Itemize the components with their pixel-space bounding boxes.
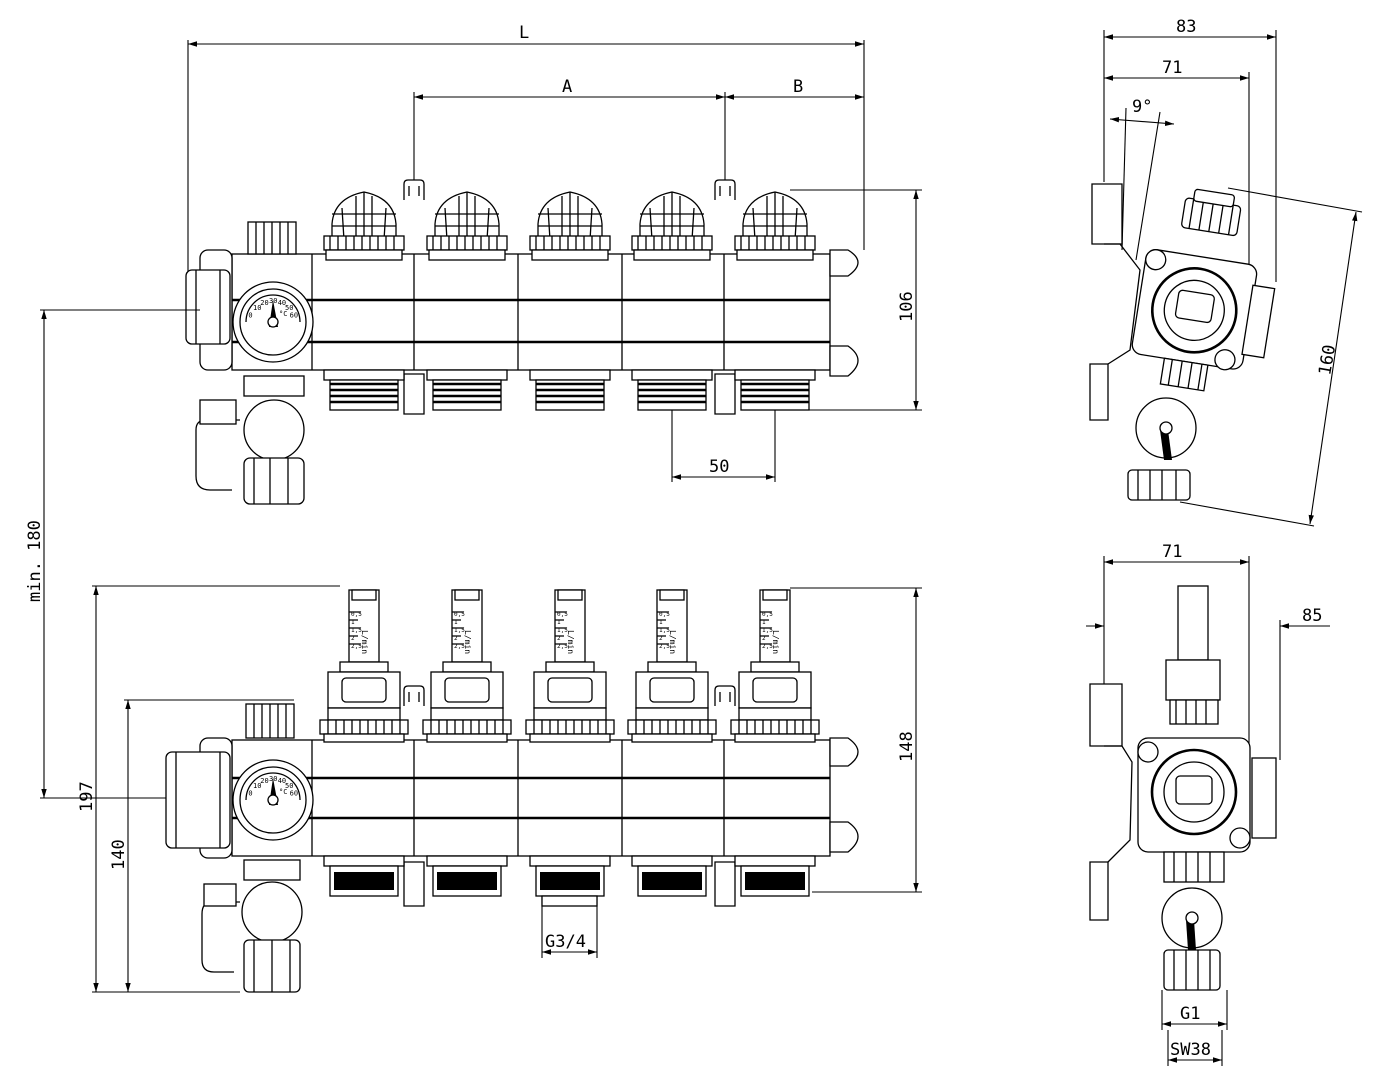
flowmeter-scale-mark: 0,5 [659, 611, 670, 618]
flowmeter-scale-mark: 2 [351, 635, 355, 642]
dim-label-197: 197 [77, 781, 97, 812]
flowmeter-scale-mark: 1 [454, 619, 458, 626]
dim-label-148: 148 [897, 731, 917, 762]
valve-cap-2 [426, 191, 508, 261]
flowmeter-scale-mark: 2,5 [659, 643, 670, 650]
flowmeter-scale-mark: 1 [659, 619, 663, 626]
gauge-scale-label: 20 [260, 299, 268, 307]
flowmeter-scale-mark: 1,5 [351, 627, 362, 634]
flowmeter-scale-mark: 0,5 [762, 611, 773, 618]
outlet2-1 [323, 855, 405, 897]
thermometer-gauge-front [232, 759, 314, 841]
gauge-unit: °C [279, 310, 287, 318]
gauge-scale-label: 50 [285, 782, 293, 790]
dim-label-min180: min. 180 [25, 520, 45, 602]
outlet2-3 [529, 855, 611, 897]
flowmeter-4 [627, 589, 717, 743]
flowmeter-scale-mark: 0,5 [454, 611, 465, 618]
side-view-top: 83 71 9° 160 [1089, 17, 1363, 527]
flowmeter-1 [319, 589, 409, 743]
dim-label-A: A [562, 77, 572, 97]
dim-label-g1: G1 [1180, 1004, 1200, 1024]
dim-label-106: 106 [897, 291, 917, 322]
flowmeter-scale-mark: 2,5 [351, 643, 362, 650]
valve-cap-4 [631, 191, 713, 261]
flowmeter-scale-mark: 2 [762, 635, 766, 642]
gauge-scale-label: 0 [248, 311, 252, 319]
flowmeter-scale-mark: 2,5 [454, 643, 465, 650]
outlet-1 [322, 368, 406, 412]
outlet-2 [425, 368, 509, 412]
flowmeter-scale-mark: 0,5 [351, 611, 362, 618]
dim-label-160: 160 [1315, 343, 1340, 377]
dim-label-L: L [519, 23, 529, 43]
manifold-body-top [231, 253, 831, 371]
outlet2-4 [631, 855, 713, 897]
dim-label-50: 50 [709, 457, 729, 477]
dim-label-71-bottom: 71 [1162, 542, 1182, 562]
gauge-scale-label: 60 [290, 789, 298, 797]
flowmeter-scale-mark: 1,5 [454, 627, 465, 634]
dim-label-83: 83 [1176, 17, 1196, 37]
outlet2-5 [734, 855, 816, 897]
flowmeter-5 [730, 589, 820, 743]
dim-label-9deg: 9° [1132, 97, 1152, 117]
flowmeter-scale-mark: 2,5 [557, 643, 568, 650]
gauge-scale-label: 30 [269, 297, 277, 305]
valve-cap-3 [529, 191, 611, 261]
valve-cap-1 [323, 191, 405, 261]
flowmeter-scale-mark: 1,5 [557, 627, 568, 634]
flowmeter-scale-mark: 2 [659, 635, 663, 642]
side-view-bottom: 71 85 G1 [1086, 542, 1330, 1066]
dim-label-85: 85 [1302, 606, 1322, 626]
gauge-scale-label: 30 [269, 775, 277, 783]
gauge-scale-label: 0 [248, 789, 252, 797]
thermometer-gauge-top [232, 281, 314, 363]
dim-label-140: 140 [109, 839, 129, 870]
gauge-unit: °C [279, 788, 287, 796]
gauge-scale-label: 40 [278, 299, 286, 307]
gauge-scale-label: 10 [253, 782, 261, 790]
gauge-scale-label: 20 [260, 777, 268, 785]
flowmeter-3 [525, 589, 615, 743]
flowmeter-scale-mark: 1,5 [659, 627, 670, 634]
flowmeter-scale-mark: 1,5 [762, 627, 773, 634]
outlet2-2 [426, 855, 508, 897]
valve-cap-5 [734, 191, 816, 261]
manifold-body-front [231, 739, 831, 857]
outlet-3 [528, 368, 612, 412]
dim-label-B: B [793, 77, 803, 97]
flowmeter-scale-mark: 1 [351, 619, 355, 626]
flowmeter-2 [422, 589, 512, 743]
flowmeter-scale-mark: 2 [454, 635, 458, 642]
flowmeter-scale-mark: 1 [762, 619, 766, 626]
front-view: 197 140 148 G3/4 [77, 585, 922, 993]
flowmeter-scale-mark: 0,5 [557, 611, 568, 618]
dim-label-71-top: 71 [1162, 58, 1182, 78]
gauge-scale-label: 50 [285, 304, 293, 312]
gauge-scale-label: 10 [253, 304, 261, 312]
dim-label-sw38: SW38 [1170, 1040, 1211, 1060]
gauge-scale-label: 60 [290, 311, 298, 319]
outlet-4 [630, 368, 714, 412]
flowmeter-scale-mark: 2 [557, 635, 561, 642]
gauge-scale-label: 40 [278, 777, 286, 785]
dim-min180: min. 180 [25, 309, 200, 799]
top-view: L A B 106 50 [185, 23, 922, 505]
flowmeter-scale-mark: 2,5 [762, 643, 773, 650]
dim-label-g34: G3/4 [545, 932, 586, 952]
flowmeter-scale-mark: 1 [557, 619, 561, 626]
outlet-5 [733, 368, 817, 412]
